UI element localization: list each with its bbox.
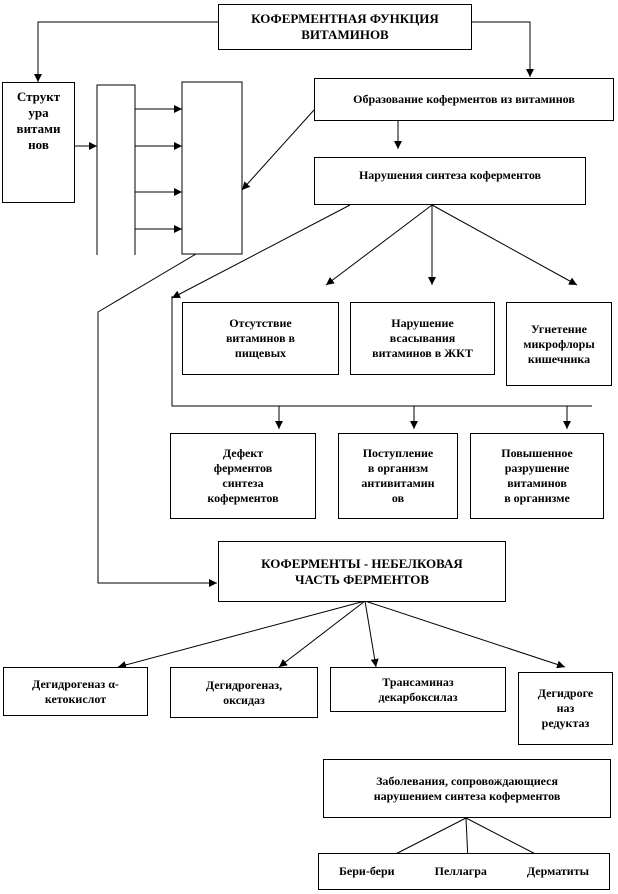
bracket-a bbox=[96, 84, 136, 255]
arrow-formation-b bbox=[241, 109, 315, 191]
causes-bracket bbox=[171, 296, 592, 407]
cause-antivitamins: Поступление в организм антивитамин ов bbox=[338, 433, 458, 519]
diseases-box: Заболевания, сопровождающиеся нарушением… bbox=[323, 759, 611, 818]
arrow-coenzymes-e3 bbox=[364, 600, 379, 668]
cause-destruction: Повышенное разрушение витаминов в органи… bbox=[470, 433, 604, 519]
arrow-disruption-c1 bbox=[325, 204, 433, 286]
disease-dermatitis: Дерматиты bbox=[526, 864, 589, 878]
bracket-b bbox=[181, 81, 243, 255]
enzyme-transaminase: Трансаминаз декарбоксилаз bbox=[330, 667, 506, 712]
arrow-left-coenzymes bbox=[97, 253, 217, 587]
cause-no-vitamins: Отсутствие витаминов в пищевых bbox=[182, 302, 339, 375]
arrow-coenzymes-e2 bbox=[278, 600, 366, 668]
arrow-disruption-c3 bbox=[431, 204, 578, 286]
arrow-title-structure bbox=[34, 21, 218, 82]
coenzymes-box: КОФЕРМЕНТЫ - НЕБЕЛКОВАЯ ЧАСТЬ ФЕРМЕНТОВ bbox=[218, 541, 506, 602]
disease-beri-beri: Бери-бери bbox=[339, 864, 395, 878]
enzyme-reductase: Дегидроге наз редуктаз bbox=[518, 672, 613, 745]
disease-pellagra: Пеллагра bbox=[434, 864, 487, 878]
cause-microflora: Угнетение микрофлоры кишечника bbox=[506, 302, 612, 386]
enzyme-dehydrogenase-oxidase: Дегидрогеназ, оксидаз bbox=[170, 667, 318, 718]
formation-box: Образование коферментов из витаминов bbox=[314, 78, 614, 121]
structure-box: Структ ура витами нов bbox=[2, 82, 75, 203]
enzyme-alpha-ketoacid: Дегидрогеназ α- кетокислот bbox=[3, 667, 148, 716]
title-box: КОФЕРМЕНТНАЯ ФУНКЦИЯ ВИТАМИНОВ bbox=[218, 4, 472, 50]
arrow-coenzymes-e4 bbox=[364, 600, 566, 669]
arrow-disruption-left bbox=[171, 204, 351, 299]
arrow-title-formation bbox=[472, 21, 534, 77]
cause-absorption: Нарушение всасывания витаминов в ЖКТ bbox=[350, 302, 495, 375]
arrow-coenzymes-e1 bbox=[117, 600, 366, 669]
diseases-list-box: Бери-бери Пеллагра Дерматиты bbox=[318, 853, 610, 890]
cause-enzyme-defect: Дефект ферментов синтеза коферментов bbox=[170, 433, 316, 519]
disruption-box: Нарушения синтеза коферментов bbox=[314, 157, 586, 205]
